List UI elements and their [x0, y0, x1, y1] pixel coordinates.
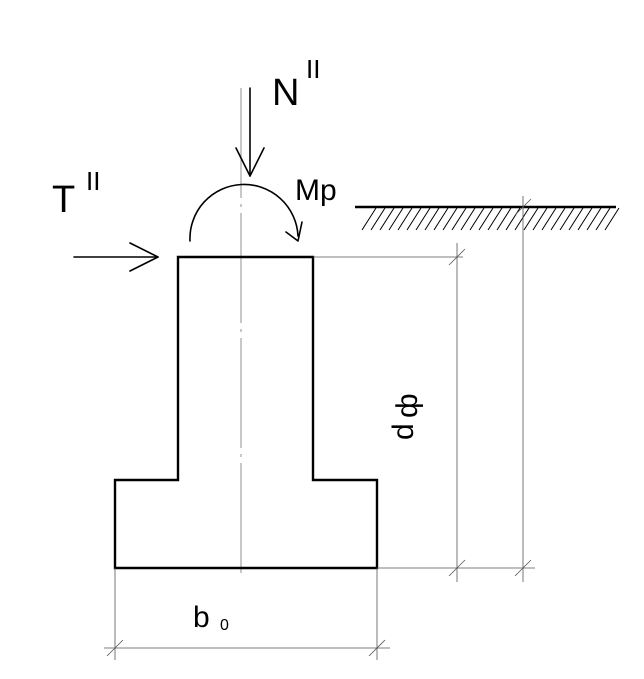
hatch-mark — [577, 207, 593, 231]
hatch-mark — [595, 207, 611, 231]
hatch-mark — [532, 207, 548, 231]
hatch-mark — [442, 207, 458, 231]
hatch-mark — [379, 207, 395, 231]
shear-force-label: T — [52, 179, 75, 221]
depth-label-group: d ф — [387, 393, 424, 440]
normal-force-arrow — [235, 87, 265, 177]
depth-label: d — [387, 423, 420, 440]
hatch-mark — [505, 207, 521, 231]
hatch-mark — [514, 207, 530, 231]
width-dimension — [104, 568, 390, 660]
hatch-mark — [496, 207, 512, 231]
hatch-mark — [460, 207, 476, 231]
hatch-mark — [469, 207, 485, 231]
hatch-mark — [568, 207, 584, 231]
ground-hatching — [361, 207, 620, 231]
hatch-mark — [370, 207, 386, 231]
shear-force-arrow — [73, 242, 159, 272]
hatch-mark — [361, 207, 377, 231]
hatch-mark — [550, 207, 566, 231]
ground-surface — [355, 205, 620, 231]
foundation-outline — [113, 255, 379, 570]
hatch-mark — [451, 207, 467, 231]
depth-subscript: ф — [391, 393, 424, 418]
hatch-mark — [541, 207, 557, 231]
hatch-mark — [424, 207, 440, 231]
moment-arrow — [189, 183, 303, 242]
hatch-mark — [487, 207, 503, 231]
hatch-mark — [433, 207, 449, 231]
width-subscript: 0 — [220, 617, 229, 634]
hatch-mark — [388, 207, 404, 231]
depth-dimension — [313, 196, 535, 582]
normal-force-label: N — [272, 72, 299, 114]
hatch-mark — [406, 207, 422, 231]
width-label: b — [193, 601, 210, 634]
hatch-mark — [415, 207, 431, 231]
shear-force-superscript: II — [86, 166, 100, 196]
hatch-mark — [586, 207, 602, 231]
hatch-mark — [523, 207, 539, 231]
normal-force-superscript: II — [306, 54, 320, 84]
moment-label: Mp — [295, 174, 337, 207]
hatch-mark — [397, 207, 413, 231]
hatch-mark — [559, 207, 575, 231]
hatch-mark — [478, 207, 494, 231]
hatch-mark — [604, 207, 620, 231]
